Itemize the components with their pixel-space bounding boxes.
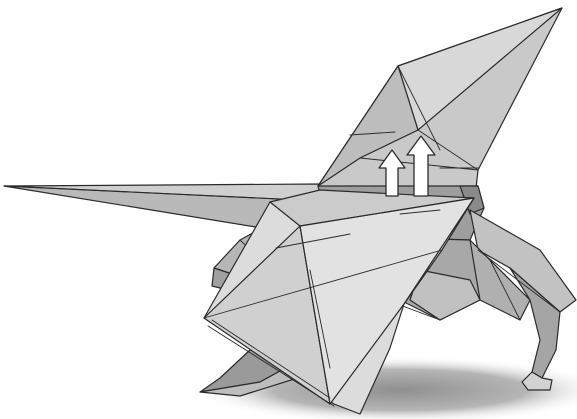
upper-wing <box>318 8 562 188</box>
